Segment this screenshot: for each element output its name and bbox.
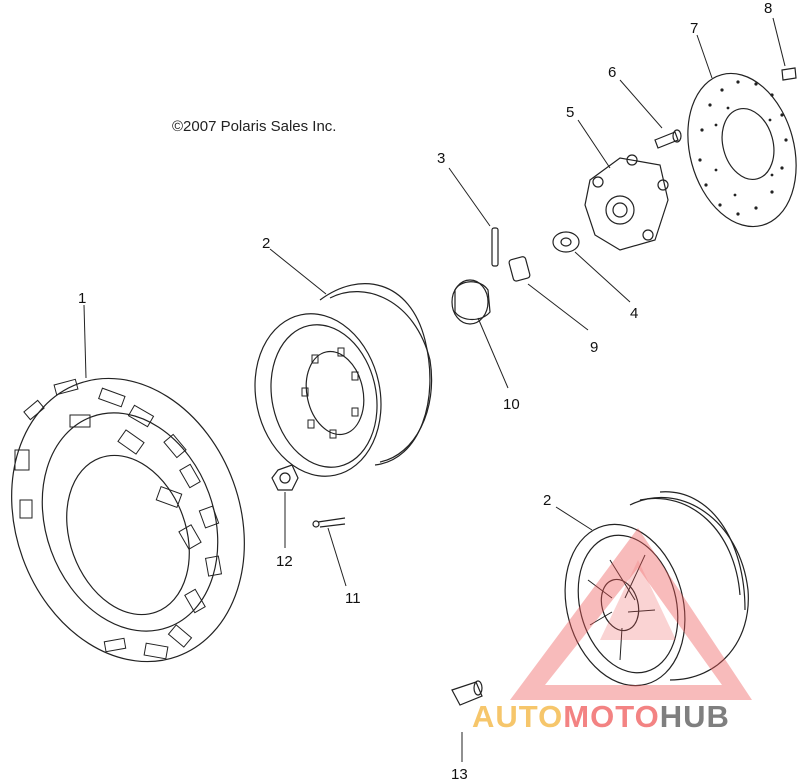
- lug-nut-part: [271, 464, 299, 548]
- washer-part: [552, 231, 631, 303]
- hub-part: [577, 119, 669, 251]
- callout-9: 9: [590, 339, 598, 356]
- rim-upper-part: [254, 248, 433, 477]
- castle-nut-part: [508, 256, 589, 331]
- rim-lower-part: [555, 491, 749, 687]
- callout-3: 3: [437, 150, 445, 167]
- watermark-text: AUTOMOTOHUB: [472, 699, 730, 734]
- watermark-hub: HUB: [660, 699, 730, 734]
- callout-11: 11: [345, 590, 361, 607]
- screw-part: [772, 17, 797, 81]
- pin-part: [448, 167, 499, 267]
- copyright-text: ©2007 Polaris Sales Inc.: [172, 118, 336, 135]
- cotter-pin-part: [312, 517, 347, 587]
- callout-8: 8: [764, 0, 772, 17]
- callout-5: 5: [566, 104, 574, 121]
- callout-13: 13: [451, 766, 468, 781]
- callout-12: 12: [276, 553, 293, 570]
- automotohub-watermark: AUTOMOTOHUB: [472, 528, 752, 734]
- callout-10: 10: [503, 396, 520, 413]
- callout-6: 6: [608, 64, 616, 81]
- watermark-moto: MOTO: [563, 699, 659, 734]
- callout-2-lower: 2: [543, 492, 551, 509]
- callout-4: 4: [630, 305, 638, 322]
- brake-disc-part: [687, 34, 797, 228]
- watermark-auto: AUTO: [472, 699, 563, 734]
- bolt-part: [619, 79, 682, 149]
- cap-part: [451, 279, 509, 389]
- callout-1: 1: [78, 290, 86, 307]
- tire-part: [11, 304, 245, 663]
- watermark-triangle: [510, 528, 752, 700]
- callout-7: 7: [690, 20, 698, 37]
- tire-tread-blocks: [14, 378, 223, 660]
- callout-2-upper: 2: [262, 235, 270, 252]
- valve-stem-part: [451, 680, 483, 762]
